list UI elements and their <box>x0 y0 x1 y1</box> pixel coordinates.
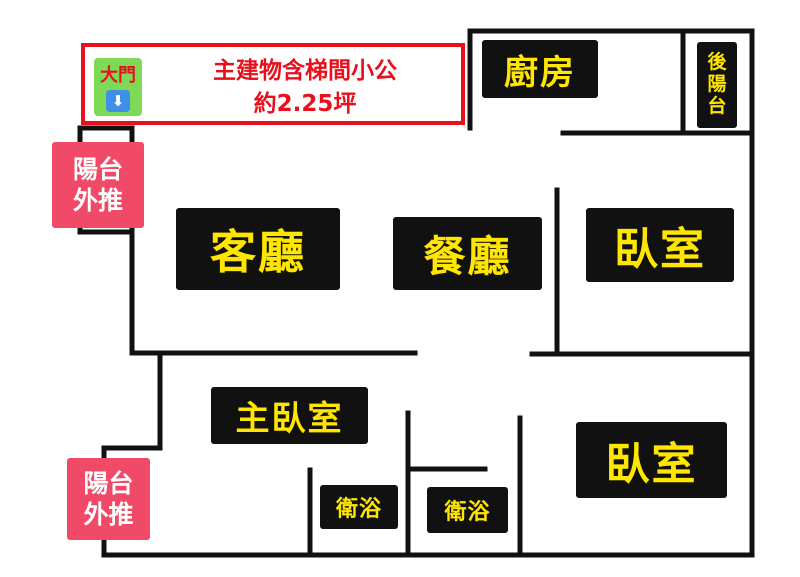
down-arrow-icon: ⬇ <box>106 90 130 112</box>
back-balcony-char: 陽 <box>707 73 727 96</box>
back-balcony-label: 後 陽 台 <box>697 42 737 128</box>
dining-room-label: 餐廳 <box>393 217 542 290</box>
entrance-title: 主建物含梯間小公 <box>213 58 397 84</box>
balcony-upper-line-2: 外推 <box>72 186 123 215</box>
entrance-door-tag: 大門 ⬇ <box>94 58 142 116</box>
master-bedroom-label: 主臥室 <box>211 387 368 444</box>
entrance-description: 主建物含梯間小公 約2.25坪 <box>165 55 445 122</box>
living-room-label: 客廳 <box>176 208 340 290</box>
bedroom-upper-label: 臥室 <box>586 208 734 282</box>
entrance-area: 大門 ⬇ 主建物含梯間小公 約2.25坪 <box>81 43 465 125</box>
balcony-lower-line-2: 外推 <box>83 500 134 529</box>
bathroom-1-label: 衛浴 <box>320 485 398 529</box>
balcony-lower-label: 陽台 外推 <box>67 458 150 540</box>
bedroom-lower-label: 臥室 <box>576 422 727 498</box>
bathroom-2-label: 衛浴 <box>427 487 508 533</box>
entrance-area-size: 約2.25坪 <box>253 91 357 118</box>
balcony-upper-line-1: 陽台 <box>72 154 123 184</box>
kitchen-label: 廚房 <box>482 40 598 98</box>
back-balcony-char: 後 <box>707 51 727 74</box>
balcony-lower-line-1: 陽台 <box>83 468 134 498</box>
balcony-upper-label: 陽台 外推 <box>52 142 144 228</box>
back-balcony-char: 台 <box>707 94 727 117</box>
entrance-door-label: 大門 <box>100 65 136 86</box>
